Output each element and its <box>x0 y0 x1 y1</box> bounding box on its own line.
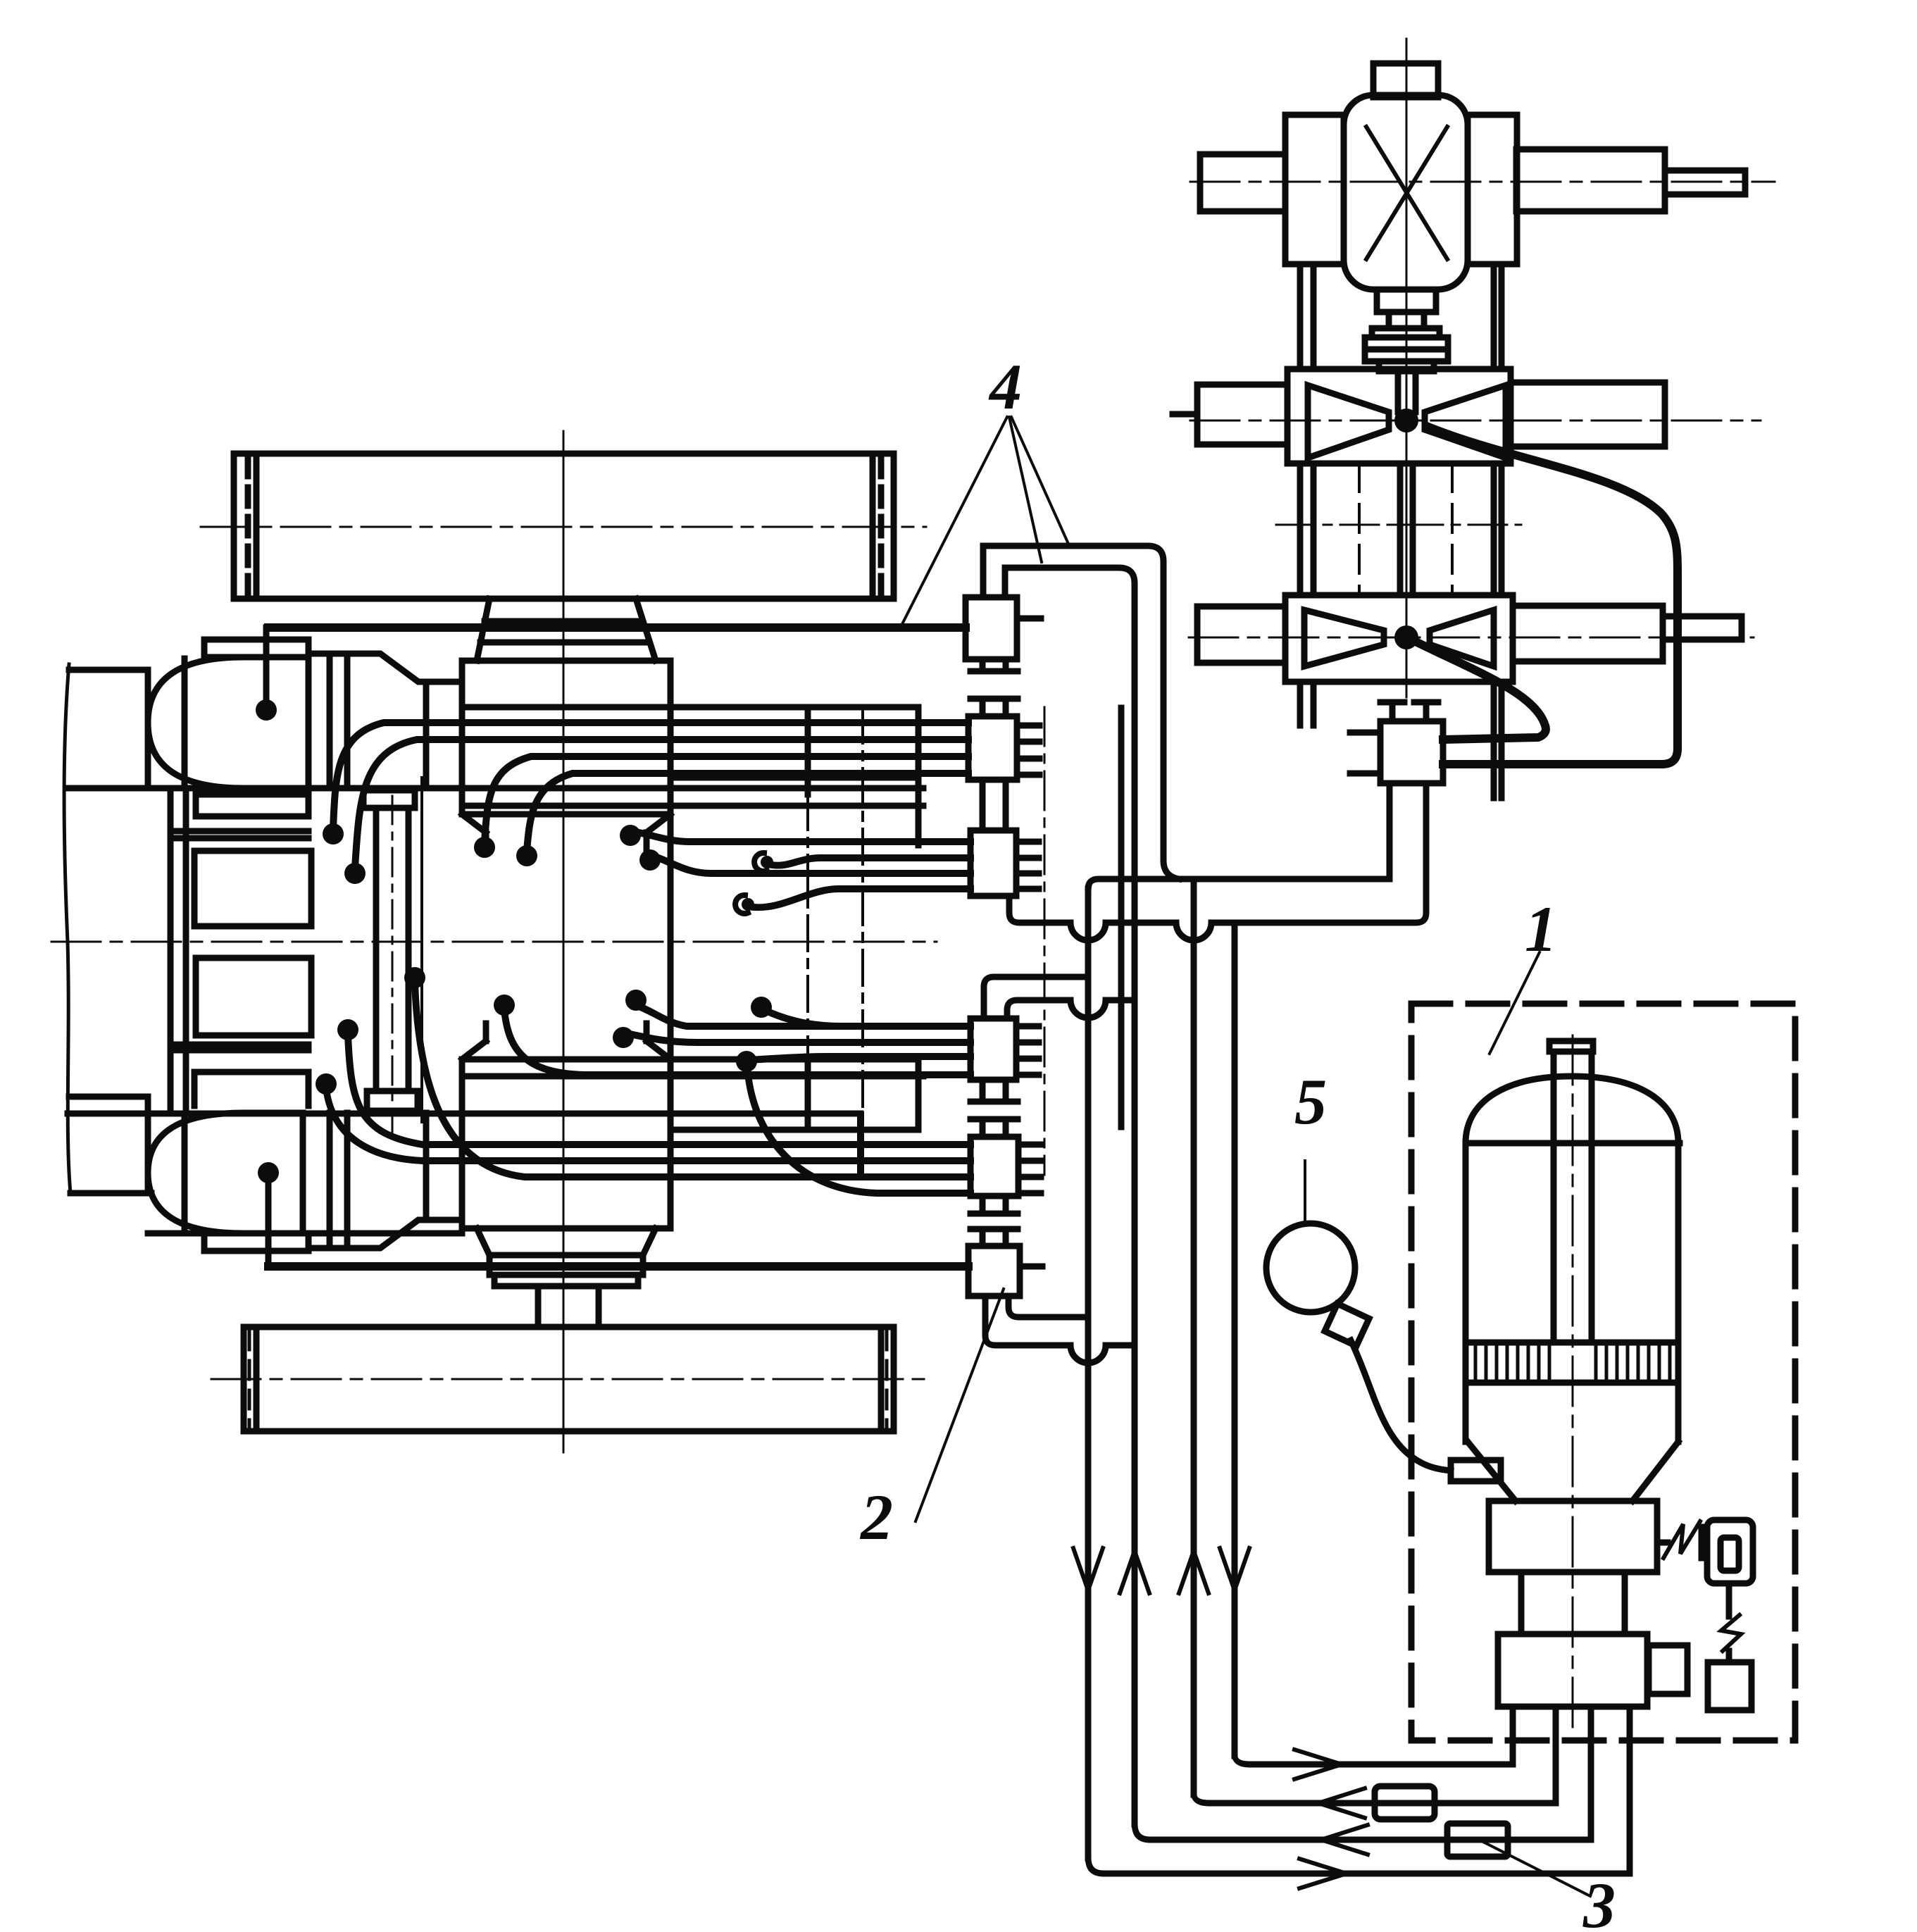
svg-text:5: 5 <box>1294 1066 1327 1138</box>
svg-text:1: 1 <box>1525 893 1557 965</box>
svg-text:2: 2 <box>859 1481 893 1553</box>
svg-text:3: 3 <box>1582 1869 1616 1932</box>
svg-text:4: 4 <box>988 351 1022 423</box>
